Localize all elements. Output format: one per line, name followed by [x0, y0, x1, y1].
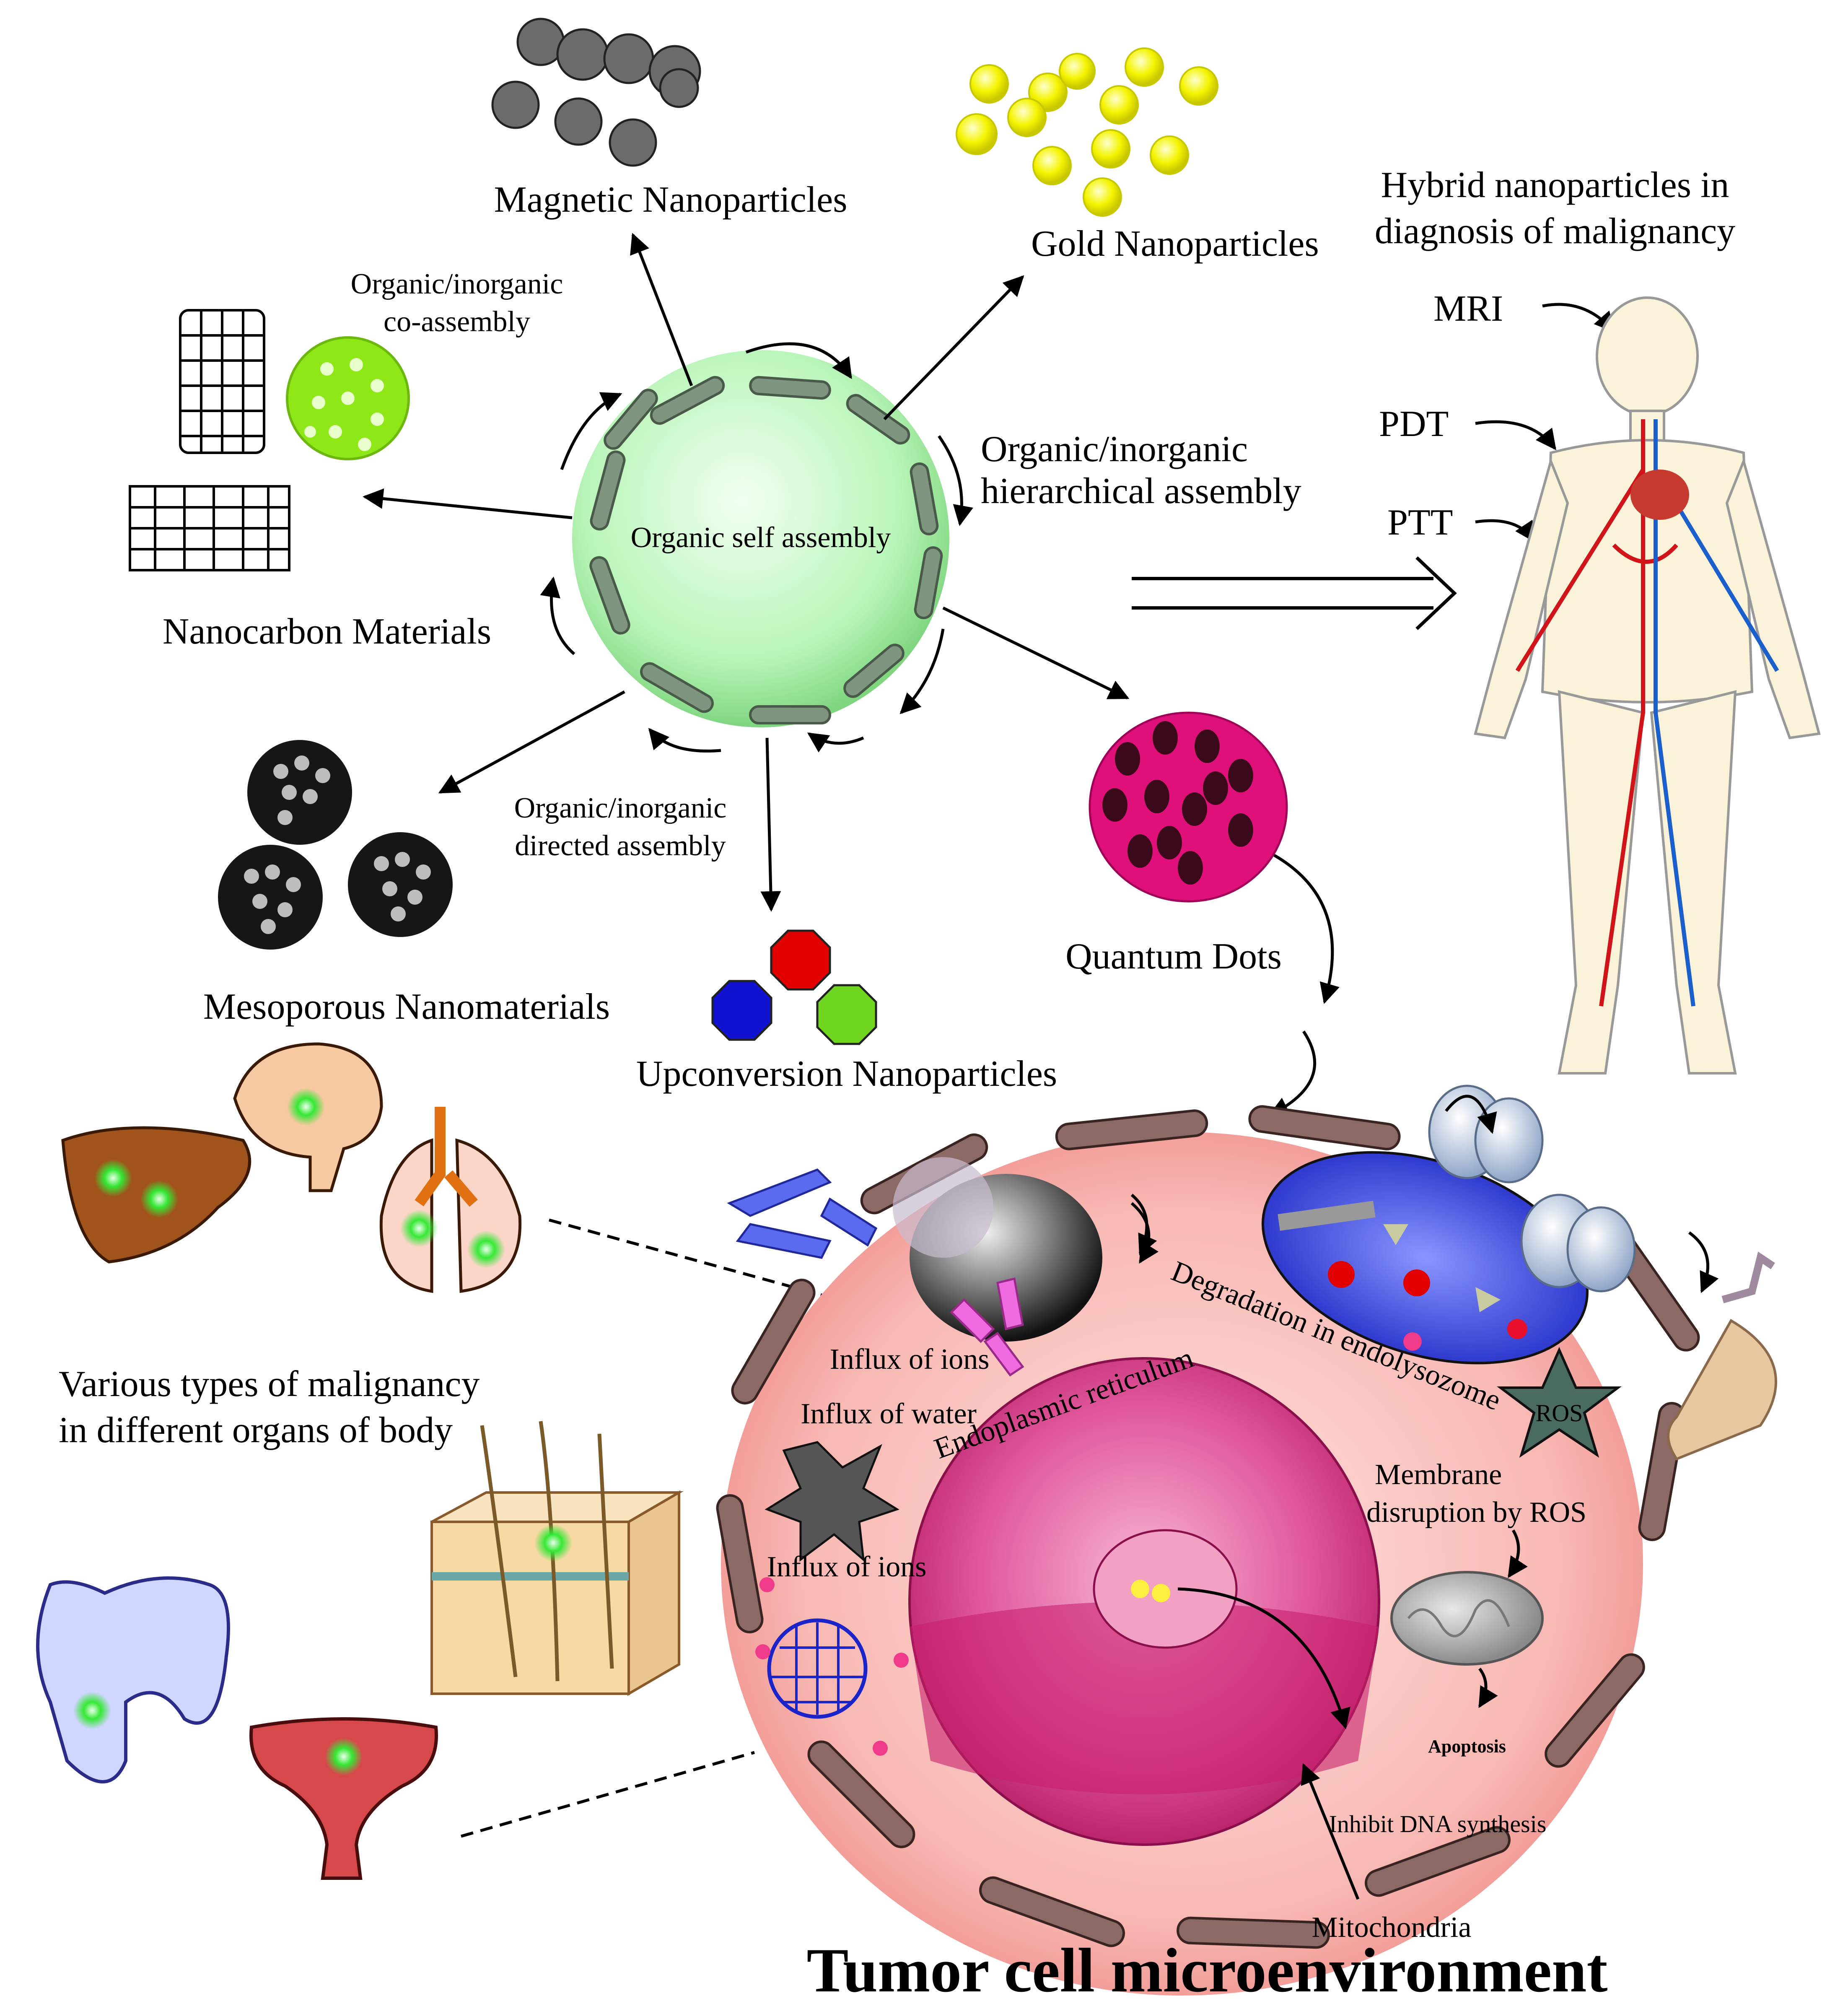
gold-label: Gold Nanoparticles [1031, 223, 1319, 264]
center-label: Organic self assembly [631, 522, 891, 554]
hierarchical-label-1: Organic/inorganic [981, 429, 1248, 470]
co-assembly-particle-icon [286, 336, 410, 460]
influx-water-star-icon [765, 1441, 899, 1563]
mitochondria-label: Mitochondria [1311, 1911, 1471, 1944]
diagnosis-title-1: Hybrid nanoparticles in [1381, 165, 1729, 205]
diagnosis-method-pdt: PDT [1379, 404, 1449, 444]
human-body-icon [1474, 296, 1821, 1075]
influx-ions-bottom-label: Influx of ions [767, 1551, 926, 1583]
quantum-dots: Quantum Dots [1065, 711, 1288, 977]
organic-self-assembly-sphere: Organic self assembly [572, 350, 949, 727]
diagnosis-method-mri: MRI [1433, 288, 1503, 329]
fullerene-icon [755, 1577, 909, 1756]
tumor-cell-title: Tumor cell microenvironment [807, 1936, 1608, 2005]
mesoporous-nanomaterials: Mesoporous Nanomaterials [203, 740, 610, 1027]
ros-star-icon [1497, 1347, 1622, 1458]
upconversion-label: Upconversion Nanoparticles [636, 1054, 1057, 1094]
influx-ions-top-label: Influx of ions [829, 1343, 989, 1376]
organs-caption-2: in different organs of body [59, 1410, 453, 1451]
gold-spheres-icon [956, 47, 1218, 217]
antibody-blue-icon [727, 1168, 878, 1259]
membrane-label-2: disruption by ROS [1366, 1496, 1586, 1529]
magnetic-nanoparticles: Magnetic Nanoparticles [491, 18, 848, 220]
ros-star: ROS [1497, 1347, 1622, 1458]
diagnosis-title-2: diagnosis of malignancy [1375, 211, 1735, 252]
antibody-pink-icon [950, 1277, 1024, 1377]
magnetic-cluster-icon [491, 18, 701, 167]
mesoporous-spheres-icon [218, 740, 453, 950]
uc-green-octagon-icon [816, 984, 877, 1045]
tumor-cell: Influx of ions Influx of water Endoplasm… [716, 1085, 1778, 1996]
diagnosis-method-ptt: PTT [1387, 502, 1453, 543]
apoptosis-label: Apoptosis [1428, 1736, 1506, 1757]
co-assembly-label-2: co-assembly [384, 306, 530, 338]
dna-label: Inhibit DNA synthesis [1329, 1810, 1547, 1838]
receptor-antibody-icon [1667, 1251, 1778, 1461]
ros-label: ROS [1536, 1399, 1583, 1427]
nanocarbon-label: Nanocarbon Materials [163, 611, 491, 652]
intestine-icon [36, 1576, 230, 1783]
hierarchical-label-2: hierarchical assembly [981, 471, 1301, 511]
directed-label-1: Organic/inorganic [514, 792, 727, 824]
uc-red-octagon-icon [770, 929, 831, 991]
organs-caption-1: Various types of malignancy [59, 1364, 479, 1404]
influx-water-label: Influx of water [801, 1398, 977, 1430]
membrane-label-1: Membrane [1375, 1459, 1502, 1491]
uterus-icon [249, 1717, 438, 1880]
lungs-icon [379, 1107, 522, 1293]
malignancy-glow-icons [94, 1088, 505, 1268]
radial-arrows [363, 233, 1130, 912]
quantum-dots-label: Quantum Dots [1065, 936, 1282, 977]
graphene-sheet-icon [129, 485, 290, 571]
upconversion-nanoparticles: Upconversion Nanoparticles [636, 929, 1057, 1094]
organs-group: Various types of malignancy in different… [36, 1042, 684, 1880]
rotation-arrows [540, 342, 973, 753]
quantum-to-cell-arrows [1268, 854, 1340, 1117]
mitochondria-icon [1390, 1571, 1544, 1666]
mesoporous-label: Mesoporous Nanomaterials [203, 986, 610, 1027]
carbon-nanotube-icon [179, 309, 265, 454]
directed-label-2: directed assembly [515, 830, 726, 862]
gold-nanoparticles: Gold Nanoparticles [956, 47, 1319, 264]
double-arrow [1132, 556, 1457, 630]
nanocarbon-materials: Nanocarbon Materials [129, 309, 491, 652]
co-assembly-label-1: Organic/inorganic [351, 268, 563, 300]
magnetic-label: Magnetic Nanoparticles [494, 179, 847, 220]
endolysosome [1261, 1151, 1589, 1365]
skin-tissue-icon [430, 1421, 684, 1696]
uc-blue-octagon-icon [711, 980, 772, 1041]
